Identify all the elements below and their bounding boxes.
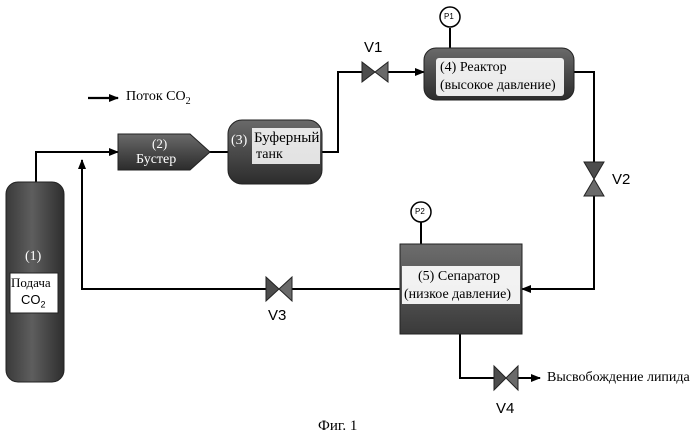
buffer-number: (3) [231,134,247,148]
gauge-p2-label: P2 [415,208,425,216]
booster-number: (2) [152,137,167,150]
pipe-reactor-to-v2 [574,72,594,162]
valve-v2-icon [584,162,604,196]
pipe-buffer-to-reactor [322,72,362,152]
legend-text: Поток CO [126,89,186,104]
valve-v3-icon [266,277,292,301]
reactor-line1: (4) Реактор [440,61,507,75]
legend-label: Поток CO2 [126,90,191,107]
reactor-line2: (высокое давление) [440,79,556,93]
pipe-v2-to-separator [522,196,594,289]
buffer-line1: Буферный [254,131,319,146]
separator-line2: (низкое давление) [404,288,511,302]
valve-v3-label: V3 [268,308,286,323]
booster-name: Бустер [136,153,176,167]
valve-v4-label: V4 [496,401,514,416]
output-label: Высвобождение липида [547,371,690,385]
valve-v4-icon [494,366,518,390]
figure-caption: Фиг. 1 [318,419,357,434]
pipe-separator-to-v4 [460,334,494,378]
cylinder-co: CO [21,292,41,307]
gauge-p1-label: P1 [444,13,454,21]
cylinder-subscript: 2 [41,300,46,310]
separator-line1: (5) Сепаратор [418,270,500,284]
pipe-cylinder-to-booster [36,152,118,182]
valve-v1-label: V1 [364,40,382,55]
legend-subscript: 2 [186,96,191,107]
valve-v2-label: V2 [612,172,630,187]
cylinder-number: (1) [25,250,41,264]
buffer-line2: танк [256,148,283,162]
valve-v1-icon [362,62,388,82]
cylinder-co2: CO2 [21,293,46,310]
cylinder-label: Подача [11,276,51,289]
